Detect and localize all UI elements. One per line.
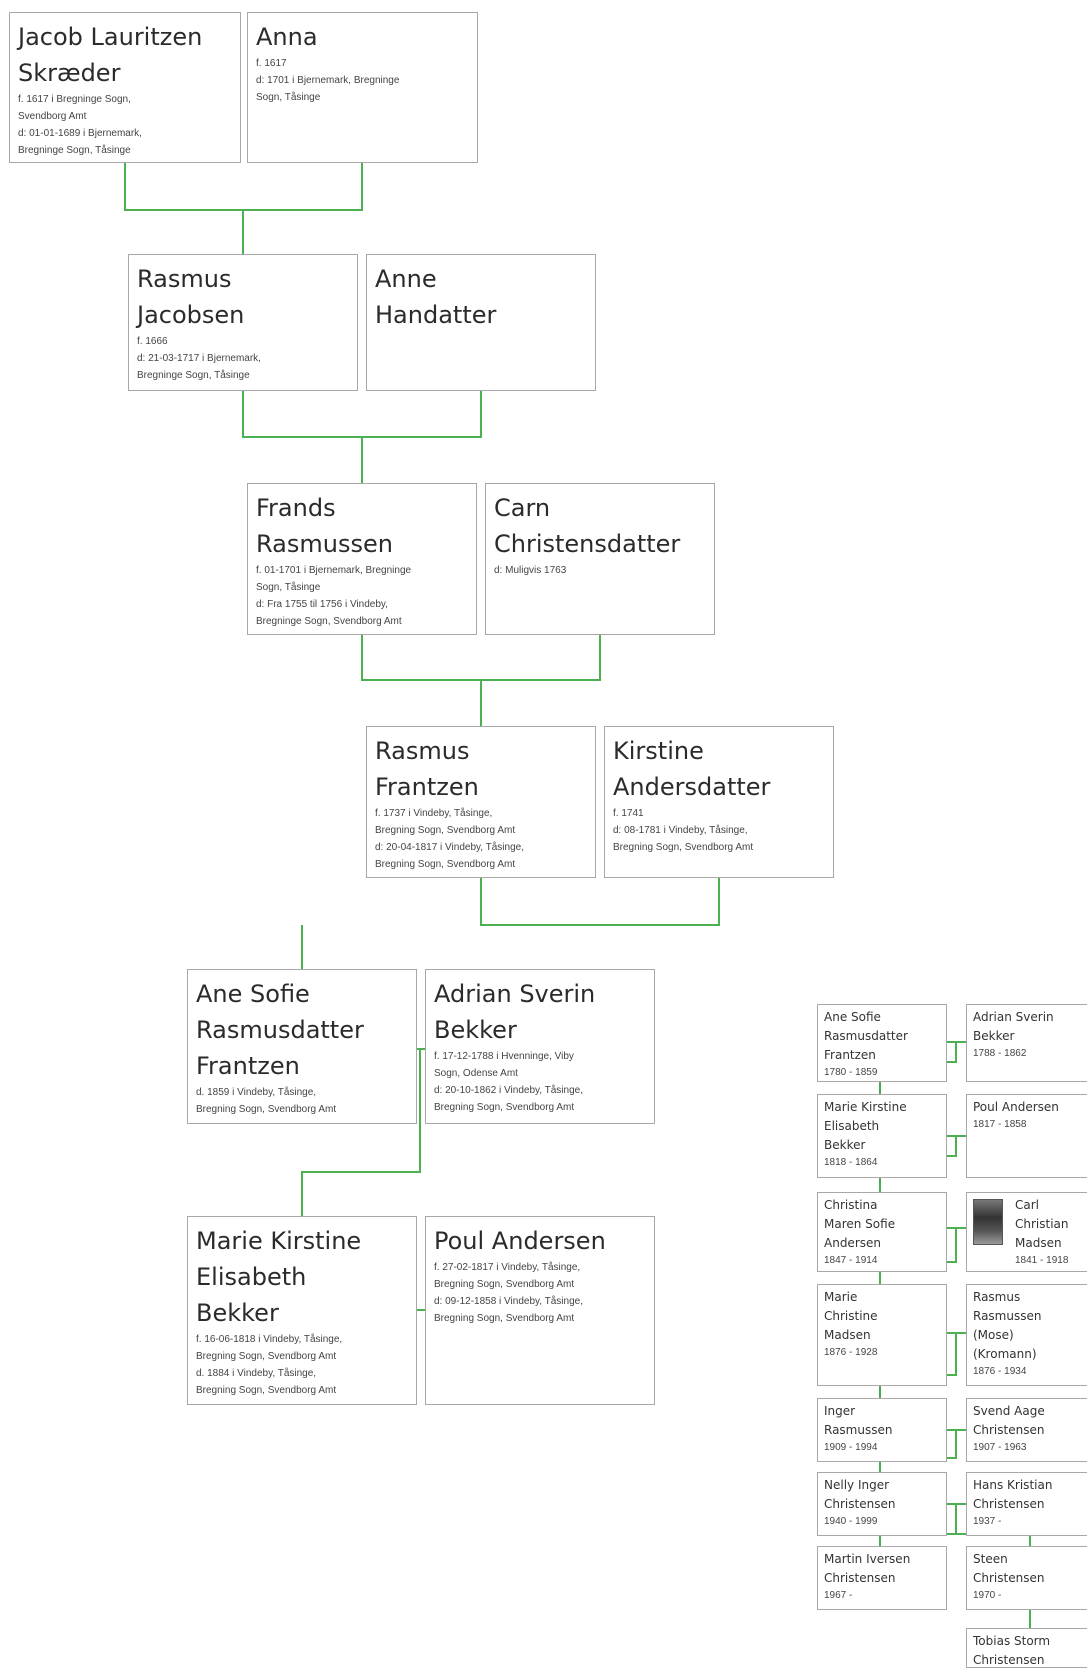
person-card-marie-kirstine[interactable]: Marie Kirstine Elisabeth Bekker f. 16-06… bbox=[187, 1216, 417, 1405]
overview-years: 1841 - 1918 bbox=[1015, 1255, 1069, 1266]
person-name: Rasmus Frantzen bbox=[375, 737, 479, 801]
person-name: Kirstine Andersdatter bbox=[613, 737, 771, 801]
overview-card-martin[interactable]: Martin Iversen Christensen 1967 - bbox=[817, 1546, 947, 1610]
person-card-poul-andersen[interactable]: Poul Andersen f. 27-02-1817 i Vindeby, T… bbox=[425, 1216, 655, 1405]
overview-years: 1780 - 1859 bbox=[824, 1067, 878, 1078]
overview-years: 1909 - 1994 bbox=[824, 1442, 878, 1453]
overview-card-poul[interactable]: Poul Andersen 1817 - 1858 bbox=[966, 1094, 1087, 1178]
person-details: f. 16-06-1818 i Vindeby, Tåsinge, Bregni… bbox=[196, 1334, 343, 1396]
overview-years: 1907 - 1963 bbox=[973, 1442, 1027, 1453]
person-card-kirstine-andersdatter[interactable]: Kirstine Andersdatter f. 1741 d: 08-1781… bbox=[604, 726, 834, 878]
person-card-jacob-lauritzen[interactable]: Jacob Lauritzen Skræder f. 1617 i Bregni… bbox=[9, 12, 241, 163]
overview-name: Steen Christensen bbox=[973, 1552, 1045, 1585]
overview-years: 1970 - bbox=[973, 1590, 1002, 1601]
person-card-rasmus-jacobsen[interactable]: Rasmus Jacobsen f. 1666 d: 21-03-1717 i … bbox=[128, 254, 358, 391]
overview-card-tobias[interactable]: Tobias Storm Christensen bbox=[966, 1628, 1087, 1668]
person-name: Ane Sofie Rasmusdatter Frantzen bbox=[196, 980, 364, 1080]
overview-name: Carl Christian Madsen bbox=[1015, 1198, 1069, 1250]
overview-name: Tobias Storm Christensen bbox=[973, 1634, 1051, 1667]
portrait-photo bbox=[973, 1199, 1003, 1245]
overview-name: Hans Kristian Christensen bbox=[973, 1478, 1053, 1511]
person-card-adrian-sverin-bekker[interactable]: Adrian Sverin Bekker f. 17-12-1788 i Hve… bbox=[425, 969, 655, 1124]
overview-years: 1940 - 1999 bbox=[824, 1516, 878, 1527]
overview-years: 1788 - 1862 bbox=[973, 1048, 1027, 1059]
overview-years: 1818 - 1864 bbox=[824, 1157, 878, 1168]
overview-card-steen[interactable]: Steen Christensen 1970 - bbox=[966, 1546, 1087, 1610]
person-card-frands-rasmussen[interactable]: Frands Rasmussen f. 01-1701 i Bjernemark… bbox=[247, 483, 477, 635]
person-details: f. 1617 d: 1701 i Bjernemark, Bregninge … bbox=[256, 58, 400, 103]
person-card-ane-sofie[interactable]: Ane Sofie Rasmusdatter Frantzen d. 1859 … bbox=[187, 969, 417, 1124]
person-details: f. 1617 i Bregninge Sogn, Svendborg Amt … bbox=[18, 94, 142, 156]
overview-card-rasmus-rasmussen[interactable]: Rasmus Rasmussen (Mose) (Kromann) 1876 -… bbox=[966, 1284, 1087, 1386]
person-name: Anne Handatter bbox=[375, 265, 497, 329]
person-name: Poul Andersen bbox=[434, 1227, 606, 1255]
person-details: f. 1741 d: 08-1781 i Vindeby, Tåsinge, B… bbox=[613, 808, 754, 853]
overview-card-adrian[interactable]: Adrian Sverin Bekker 1788 - 1862 bbox=[966, 1004, 1087, 1082]
person-name: Frands Rasmussen bbox=[256, 494, 393, 558]
overview-years: 1937 - bbox=[973, 1516, 1002, 1527]
person-details: d: Muligvis 1763 bbox=[494, 565, 567, 576]
overview-name: Marie Kirstine Elisabeth Bekker bbox=[824, 1100, 907, 1152]
person-card-anne-handatter[interactable]: Anne Handatter bbox=[366, 254, 596, 391]
person-details: f. 27-02-1817 i Vindeby, Tåsinge, Bregni… bbox=[434, 1262, 583, 1324]
overview-name: Nelly Inger Christensen bbox=[824, 1478, 896, 1511]
person-details: f. 1737 i Vindeby, Tåsinge, Bregning Sog… bbox=[375, 808, 524, 870]
person-card-rasmus-frantzen[interactable]: Rasmus Frantzen f. 1737 i Vindeby, Tåsin… bbox=[366, 726, 596, 878]
person-details: f. 1666 d: 21-03-1717 i Bjernemark, Breg… bbox=[137, 336, 261, 381]
person-name: Marie Kirstine Elisabeth Bekker bbox=[196, 1227, 362, 1327]
overview-card-carl[interactable]: Carl Christian Madsen 1841 - 1918 bbox=[966, 1192, 1087, 1272]
overview-name: Ane Sofie Rasmusdatter Frantzen bbox=[824, 1010, 908, 1062]
overview-card-marie-christine[interactable]: Marie Christine Madsen 1876 - 1928 bbox=[817, 1284, 947, 1386]
overview-card-svend-aage[interactable]: Svend Aage Christensen 1907 - 1963 bbox=[966, 1398, 1087, 1462]
overview-name: Christina Maren Sofie Andersen bbox=[824, 1198, 896, 1250]
person-details: d. 1859 i Vindeby, Tåsinge, Bregning Sog… bbox=[196, 1087, 337, 1115]
overview-card-nelly[interactable]: Nelly Inger Christensen 1940 - 1999 bbox=[817, 1472, 947, 1536]
person-name: Anna bbox=[256, 23, 318, 51]
person-name: Adrian Sverin Bekker bbox=[434, 980, 596, 1044]
overview-years: 1847 - 1914 bbox=[824, 1255, 878, 1266]
overview-name: Poul Andersen bbox=[973, 1100, 1059, 1114]
overview-years: 1967 - bbox=[824, 1590, 853, 1601]
overview-name: Svend Aage Christensen bbox=[973, 1404, 1045, 1437]
person-name: Carn Christensdatter bbox=[494, 494, 681, 558]
overview-years: 1876 - 1934 bbox=[973, 1366, 1027, 1377]
overview-name: Rasmus Rasmussen (Mose) (Kromann) bbox=[973, 1290, 1042, 1361]
overview-years: 1817 - 1858 bbox=[973, 1119, 1027, 1130]
person-card-carn-christensdatter[interactable]: Carn Christensdatter d: Muligvis 1763 bbox=[485, 483, 715, 635]
person-card-anna[interactable]: Anna f. 1617 d: 1701 i Bjernemark, Bregn… bbox=[247, 12, 478, 163]
person-details: f. 01-1701 i Bjernemark, Bregninge Sogn,… bbox=[256, 565, 412, 627]
overview-name: Adrian Sverin Bekker bbox=[973, 1010, 1054, 1043]
overview-card-hans-kristian[interactable]: Hans Kristian Christensen 1937 - bbox=[966, 1472, 1087, 1536]
overview-name: Martin Iversen Christensen bbox=[824, 1552, 911, 1585]
overview-card-ane-sofie[interactable]: Ane Sofie Rasmusdatter Frantzen 1780 - 1… bbox=[817, 1004, 947, 1082]
overview-name: Inger Rasmussen bbox=[824, 1404, 893, 1437]
overview-name: Marie Christine Madsen bbox=[824, 1290, 878, 1342]
overview-years: 1876 - 1928 bbox=[824, 1347, 878, 1358]
overview-card-marie-kirstine[interactable]: Marie Kirstine Elisabeth Bekker 1818 - 1… bbox=[817, 1094, 947, 1178]
person-details: f. 17-12-1788 i Hvenninge, Viby Sogn, Od… bbox=[434, 1051, 583, 1113]
overview-card-christina[interactable]: Christina Maren Sofie Andersen 1847 - 19… bbox=[817, 1192, 947, 1272]
person-name: Jacob Lauritzen Skræder bbox=[18, 23, 203, 87]
overview-card-inger[interactable]: Inger Rasmussen 1909 - 1994 bbox=[817, 1398, 947, 1462]
person-name: Rasmus Jacobsen bbox=[137, 265, 245, 329]
